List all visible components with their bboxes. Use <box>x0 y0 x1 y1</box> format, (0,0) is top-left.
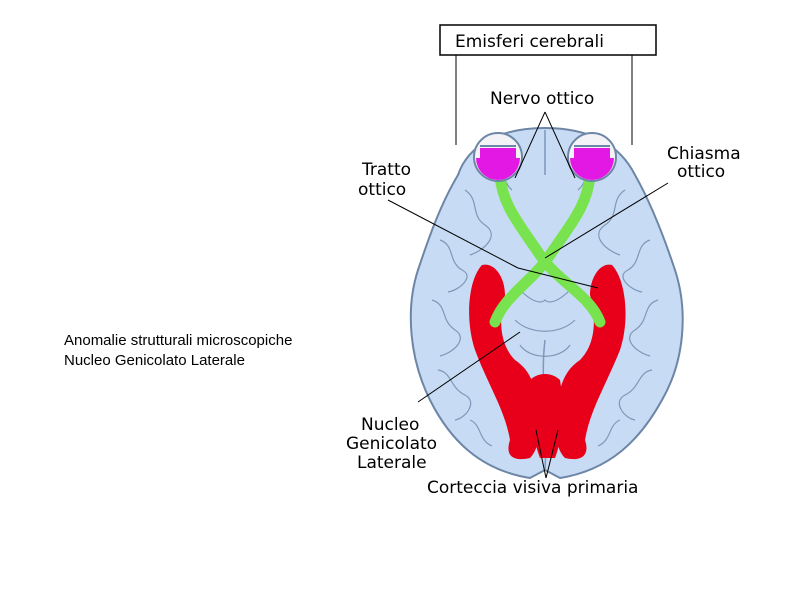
optic-nerve-label: Nervo ottico <box>490 89 594 109</box>
optic-tract-label-line-1: Tratto <box>361 160 411 180</box>
right-eye <box>567 132 617 182</box>
caption-line-1: Anomalie strutturali microscopiche <box>64 332 293 349</box>
hemispheres-label: Emisferi cerebrali <box>455 32 604 52</box>
chiasm-label-line-1: Chiasma <box>667 144 741 164</box>
left-red-region <box>469 264 540 460</box>
caption: Anomalie strutturali microscopiche Nucle… <box>64 331 292 371</box>
chiasm-label-line-2: ottico <box>677 162 725 182</box>
leader-lines <box>387 55 669 479</box>
visual-cortex-label: Corteccia visiva primaria <box>427 478 638 498</box>
lgn-label-line-2: Genicolato <box>346 434 437 454</box>
caption-line-2: Nucleo Genicolato Laterale <box>64 352 245 369</box>
hemispheres-label-box: Emisferi cerebrali <box>439 24 657 56</box>
gyri <box>431 149 659 447</box>
lgn-label-line-1: Nucleo <box>361 415 419 435</box>
right-red-region <box>555 264 626 460</box>
left-eye <box>473 132 523 182</box>
left-optic-path <box>494 169 606 328</box>
optic-tract-label-line-2: ottico <box>358 180 406 200</box>
lgn-label-line-3: Laterale <box>357 453 427 473</box>
